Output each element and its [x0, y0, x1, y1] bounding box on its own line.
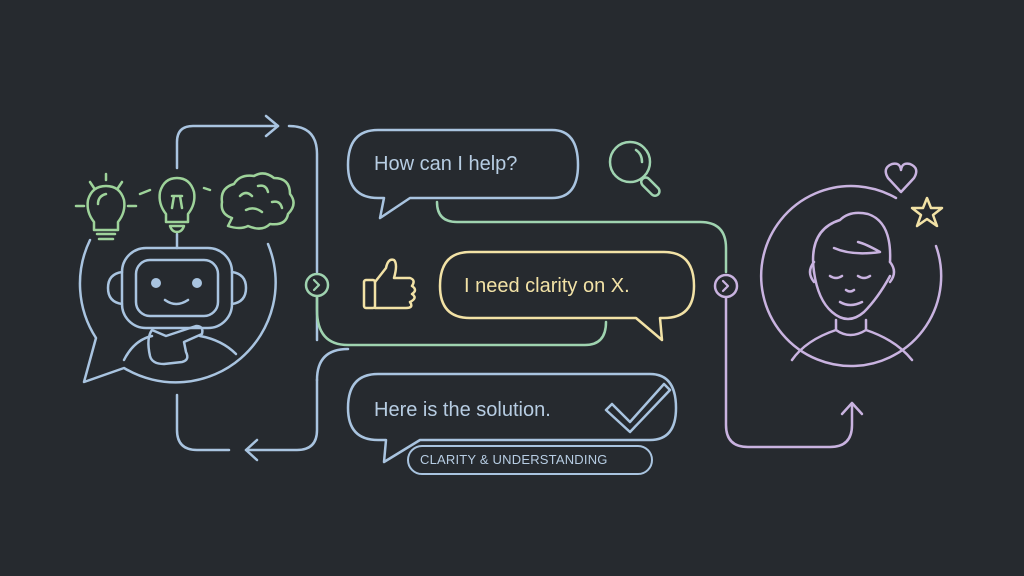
- speech-bubble-request: [438, 250, 696, 342]
- chevron-node-purple: [713, 273, 739, 299]
- thumbs-up-icon: [362, 258, 417, 310]
- chevron-node-green: [304, 272, 330, 298]
- request-text: I need clarity on X.: [464, 275, 630, 297]
- star-icon: [910, 196, 944, 228]
- user-avatar-icon: [759, 184, 943, 368]
- heart-icon: [884, 162, 918, 194]
- checkmark-icon: [604, 382, 672, 434]
- lightbulb-icon: [138, 176, 212, 234]
- lightbulb-icon: [74, 172, 138, 241]
- speech-bubble-question: [346, 128, 580, 220]
- brain-icon: [220, 172, 295, 230]
- loop-arrow-top: [175, 114, 319, 274]
- robot-assistant-icon: [78, 232, 277, 384]
- clarity-tag-label: CLARITY & UNDERSTANDING: [420, 452, 608, 467]
- speech-bubble-solution: [346, 372, 678, 464]
- solution-text: Here is the solution.: [374, 399, 551, 421]
- question-text: How can I help?: [374, 153, 518, 175]
- clarity-tag-pill: [407, 445, 653, 475]
- green-connector: [315, 200, 728, 347]
- magnifier-icon: [608, 140, 661, 197]
- purple-connector: [724, 296, 864, 449]
